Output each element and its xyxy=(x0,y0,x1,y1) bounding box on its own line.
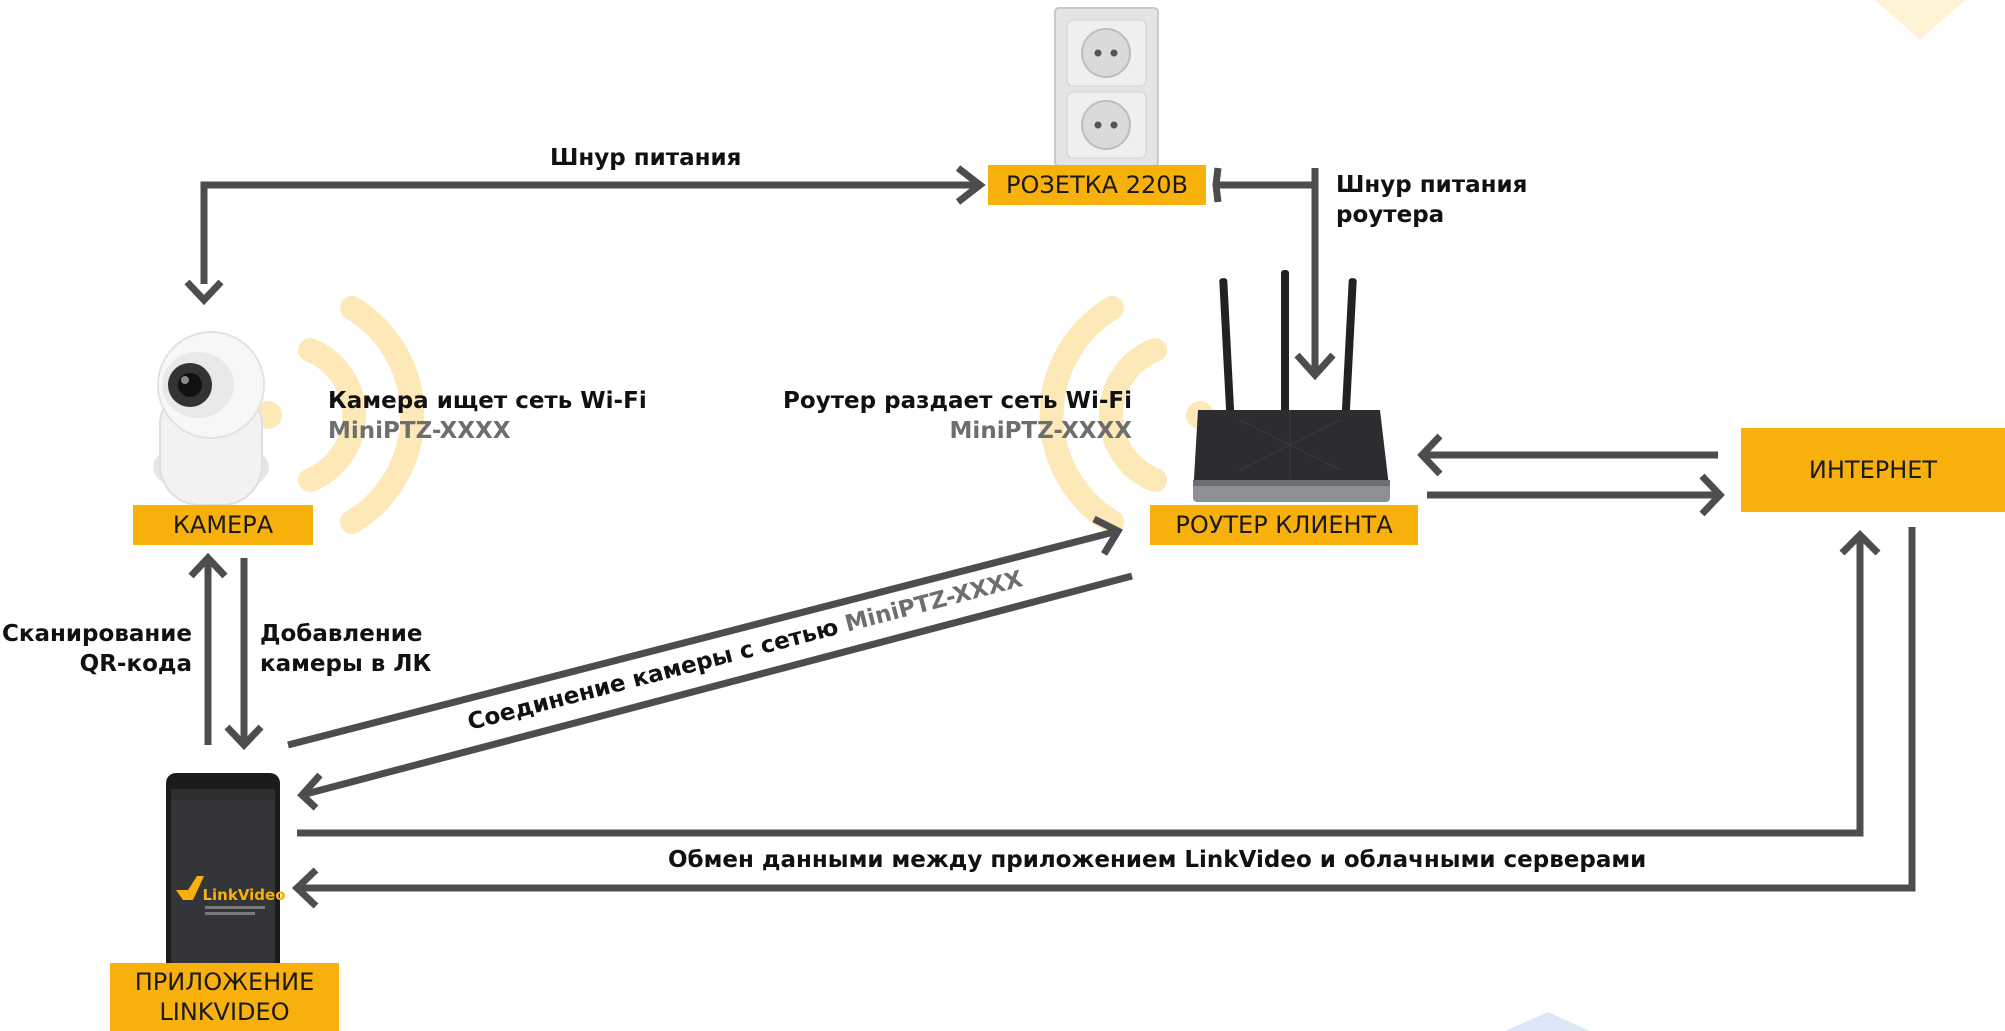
router-ssid: MiniPTZ-XXXX xyxy=(949,418,1132,444)
camera-box: КАМЕРА xyxy=(133,505,313,545)
corner-decor-top xyxy=(1875,0,1965,40)
router-wifi-label-text: Роутер раздает сеть Wi-Fi xyxy=(783,388,1132,414)
app-box-label-line2: LINKVIDEO xyxy=(159,998,290,1026)
phone-brand-text: LinkVideo xyxy=(202,886,285,904)
arrowhead-to-router-diagonal xyxy=(1092,515,1123,556)
internet-box-label: ИНТЕРНЕТ xyxy=(1808,456,1938,484)
add-camera-label-line2: камеры в ЛК xyxy=(260,651,432,677)
socket-box: РОЗЕТКА 220В xyxy=(988,165,1206,205)
camera-box-label: КАМЕРА xyxy=(172,511,274,539)
data-exchange-label: Обмен данными между приложением LinkVide… xyxy=(668,847,1647,873)
camera-wifi-label: Камера ищет сеть Wi-Fi MiniPTZ-XXXX xyxy=(328,386,647,446)
arrowhead-to-internet-up xyxy=(1839,530,1881,556)
camera-ssid: MiniPTZ-XXXX xyxy=(328,418,511,444)
arrowhead-to-router xyxy=(1294,352,1336,381)
router-wifi-label: Роутер раздает сеть Wi-Fi MiniPTZ-XXXX xyxy=(780,386,1132,446)
arrowhead-to-phone xyxy=(224,724,264,751)
phone-to-router-line xyxy=(287,527,1119,749)
arrowhead-to-camera-from-phone xyxy=(188,552,228,579)
corner-decor-bottom xyxy=(1505,1012,1590,1031)
router-power-label-line1: Шнур питания xyxy=(1336,172,1528,198)
router-to-phone-line xyxy=(301,572,1133,799)
router-icon xyxy=(1193,270,1390,502)
power-cord-line xyxy=(200,181,980,284)
phone-icon: LinkVideo xyxy=(166,773,286,973)
arrowhead-to-internet xyxy=(1699,473,1725,517)
camera-icon xyxy=(153,331,269,506)
add-camera-label: Добавление камеры в ЛК xyxy=(260,619,431,679)
scan-qr-label-line1: Сканирование xyxy=(2,621,192,647)
router-power-label: Шнур питания роутера xyxy=(1336,170,1527,230)
socket-icon xyxy=(1054,7,1159,167)
arrowhead-to-socket-right xyxy=(1212,167,1222,203)
app-box-label-line1: ПРИЛОЖЕНИЕ xyxy=(134,968,315,996)
scan-qr-label: Сканирование QR-кода xyxy=(0,619,192,679)
internet-to-phone-line xyxy=(297,527,1916,892)
socket-box-label: РОЗЕТКА 220В xyxy=(1006,171,1188,199)
arrowhead-to-phone-diagonal xyxy=(297,772,323,811)
connection-label: Соединение камеры с сетью MiniPTZ-XXXX xyxy=(465,566,1026,736)
arrowhead-to-camera xyxy=(184,279,224,306)
add-camera-label-line1: Добавление xyxy=(260,621,423,647)
camera-wifi-label-text: Камера ищет сеть Wi-Fi xyxy=(328,388,647,414)
phone-to-internet-line xyxy=(297,535,1864,837)
scan-qr-label-line2: QR-кода xyxy=(79,651,192,677)
arrowhead-to-socket xyxy=(955,165,986,205)
power-cord-label: Шнур питания xyxy=(550,145,742,171)
internet-box: ИНТЕРНЕТ xyxy=(1741,428,2005,512)
app-box: ПРИЛОЖЕНИЕ LINKVIDEO xyxy=(110,963,339,1031)
router-power-label-line2: роутера xyxy=(1336,202,1445,228)
arrowhead-to-phone-bottom xyxy=(291,867,319,909)
router-box: РОУТЕР КЛИЕНТА xyxy=(1150,505,1418,545)
linkvideo-logo-icon xyxy=(176,876,204,900)
router-box-label: РОУТЕР КЛИЕНТА xyxy=(1175,511,1393,539)
arrowhead-to-router-from-internet xyxy=(1417,433,1443,477)
